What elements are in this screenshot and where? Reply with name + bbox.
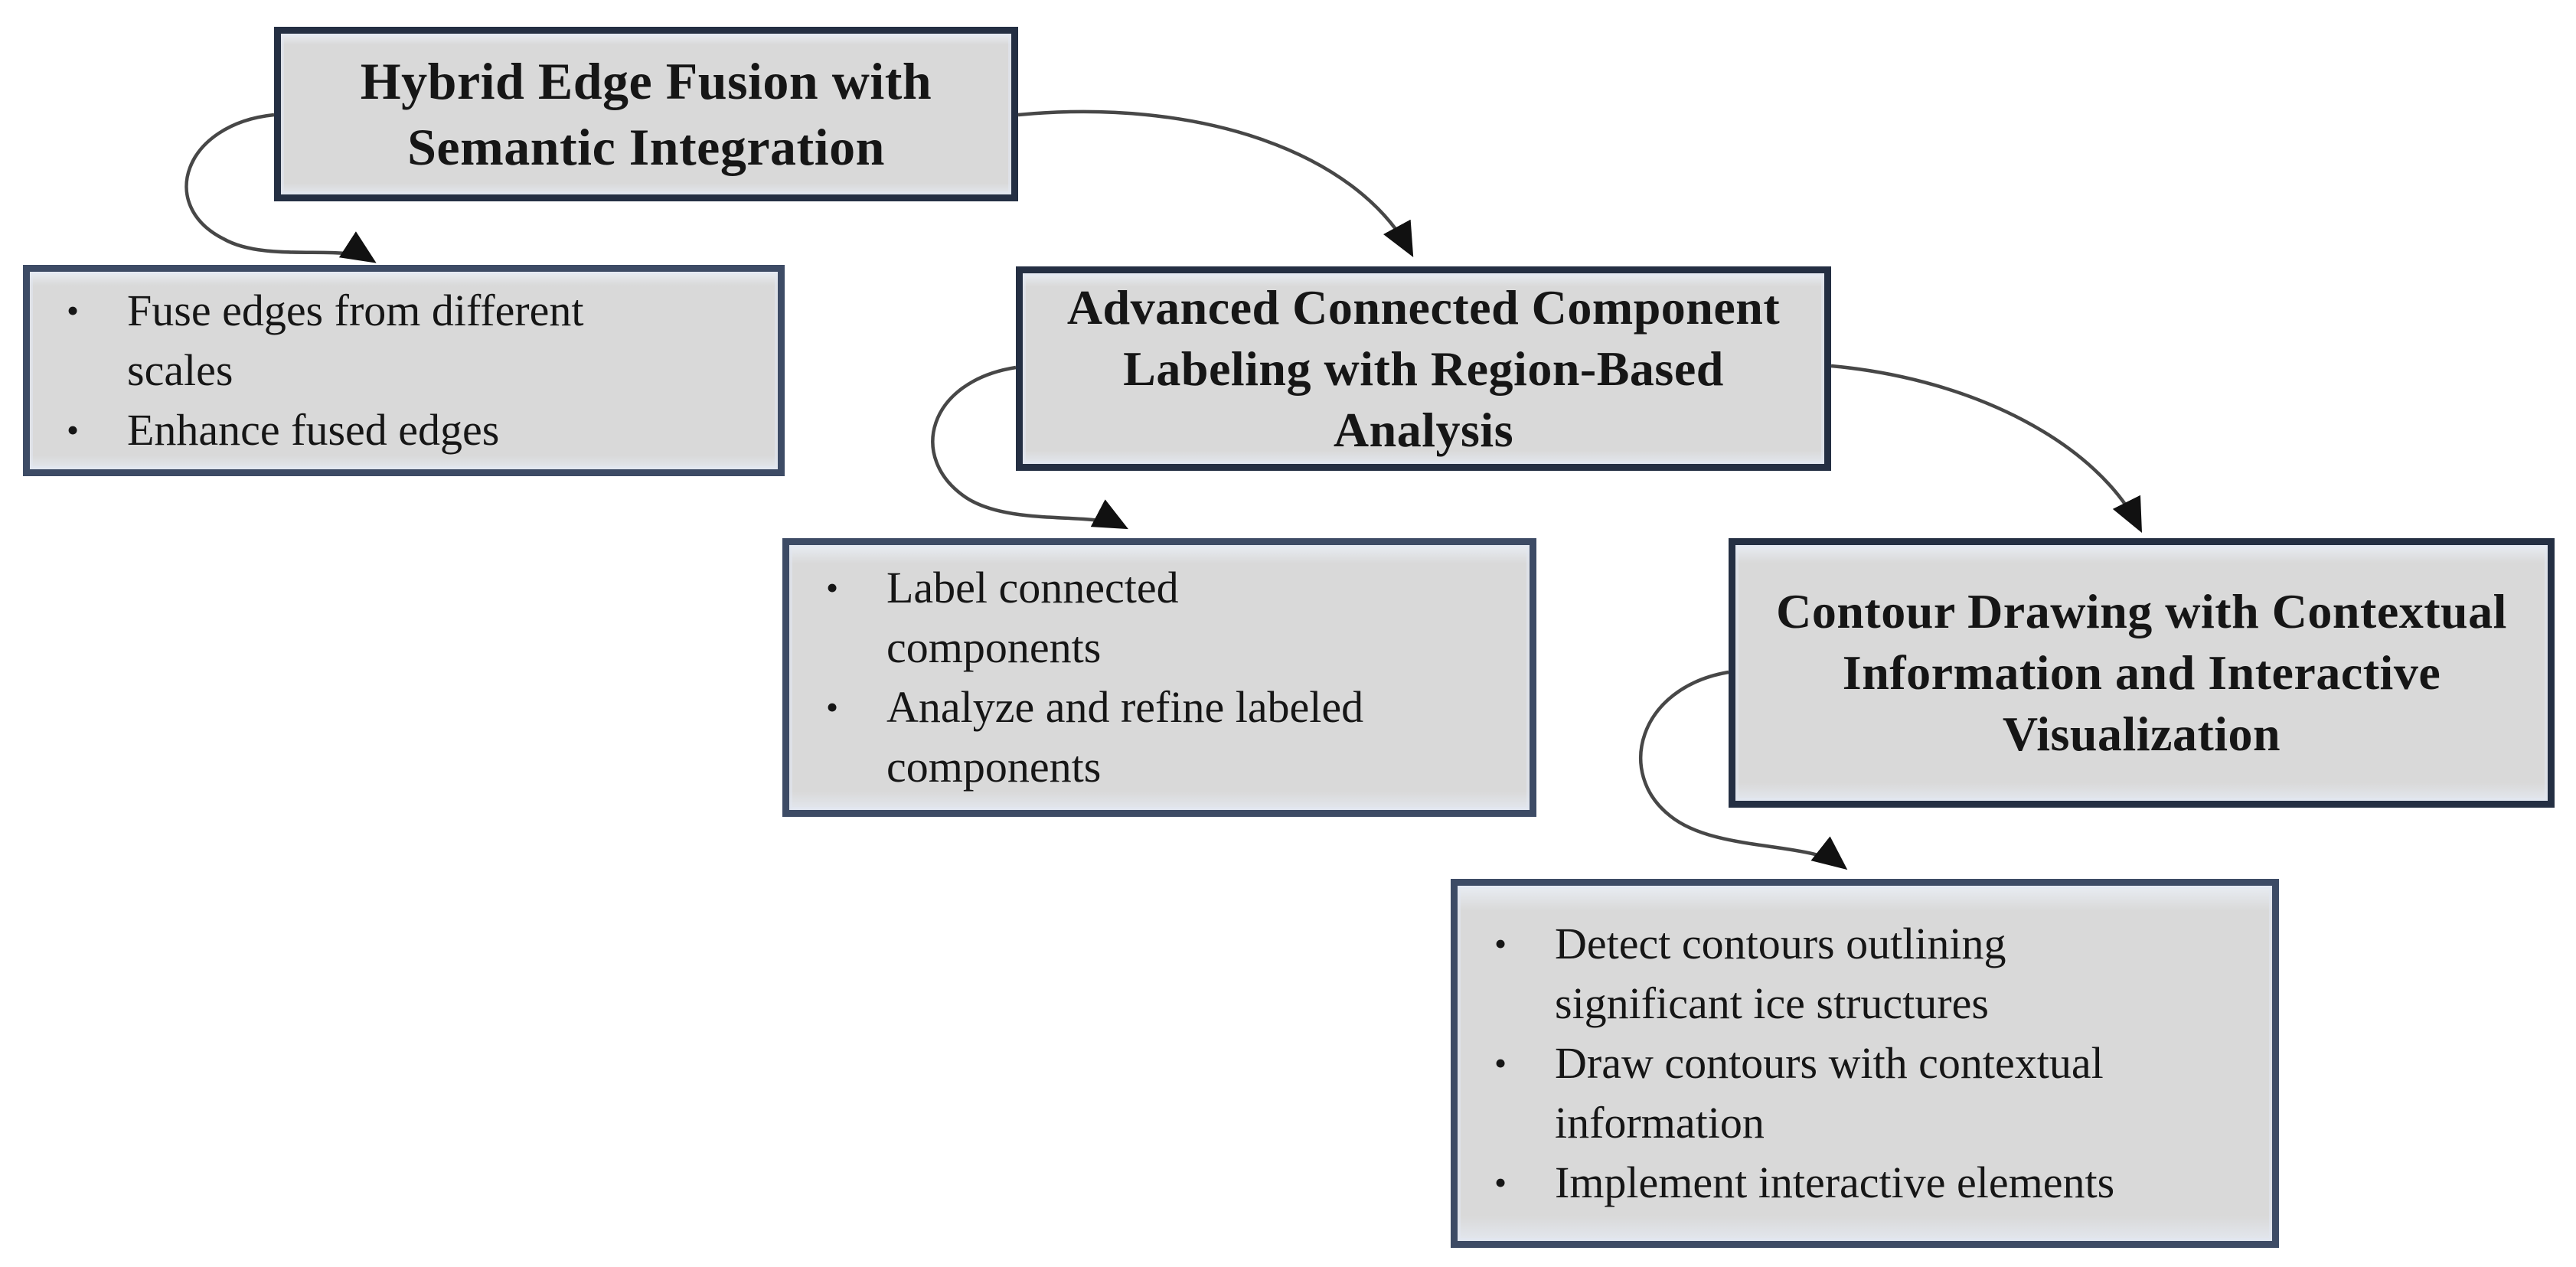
step3-details-box: • Detect contours outlining significant … (1451, 879, 2279, 1248)
bullet-text: Enhance fused edges (127, 405, 500, 455)
bullet-text: Implement interactive elements (1555, 1158, 2115, 1207)
bullet-item: • Detect contours outlining significant … (1494, 914, 2258, 1034)
step3-title: Contour Drawing with Contextual Informat… (1776, 584, 2507, 761)
bullet-text: Analyze and refine labeled components (886, 682, 1364, 792)
bullet-item: • Fuse edges from different scales (67, 281, 764, 400)
step2-title: Advanced Connected Component Labeling wi… (1066, 279, 1781, 457)
step1-title: Hybrid Edge Fusion with Semantic Integra… (360, 52, 932, 176)
bullet-text: Label connected components (886, 563, 1179, 672)
bullet-item: • Draw contours with contextual informat… (1494, 1034, 2258, 1153)
bullet-marker: • (826, 687, 839, 727)
bullet-marker: • (1494, 1163, 1507, 1202)
bullet-item: • Analyze and refine labeled components (826, 678, 1516, 797)
step1-title-box: Hybrid Edge Fusion with Semantic Integra… (274, 27, 1018, 201)
arrow-step1-to-step2 (1017, 109, 1414, 257)
bullet-item: • Enhance fused edges (67, 400, 764, 460)
step1-details-box: • Fuse edges from different scales • Enh… (23, 265, 785, 476)
bullet-text: Detect contours outlining significant ic… (1555, 919, 2006, 1028)
arrow-step2-to-step3 (1830, 364, 2143, 534)
step3-title-box: Contour Drawing with Contextual Informat… (1729, 538, 2555, 808)
bullet-text: Draw contours with contextual informatio… (1555, 1038, 2104, 1148)
bullet-marker: • (67, 291, 80, 330)
bullet-item: • Implement interactive elements (1494, 1153, 2258, 1213)
step2-details-box: • Label connected components • Analyze a… (782, 538, 1536, 817)
bullet-marker: • (67, 410, 80, 449)
step2-title-box: Advanced Connected Component Labeling wi… (1016, 266, 1831, 471)
bullet-marker: • (1494, 1043, 1507, 1083)
bullet-item: • Label connected components (826, 558, 1516, 678)
bullet-marker: • (826, 568, 839, 607)
bullet-text: Fuse edges from different scales (127, 286, 584, 395)
bullet-marker: • (1494, 924, 1507, 963)
